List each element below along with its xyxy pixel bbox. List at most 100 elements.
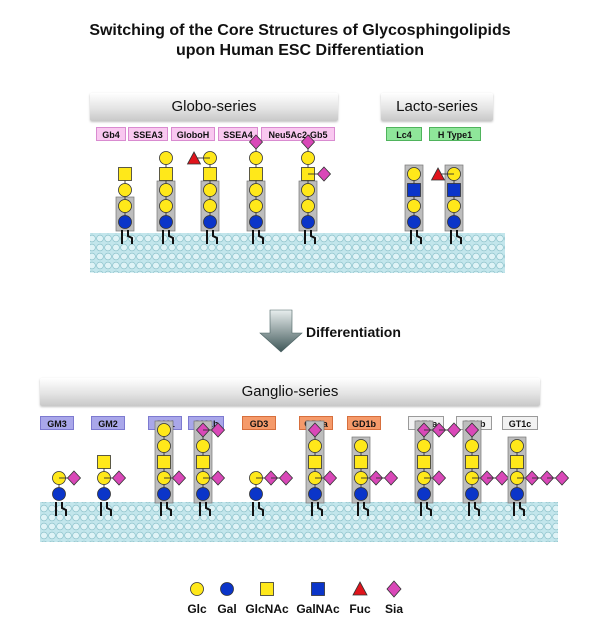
sia-icon <box>307 422 323 438</box>
glc-icon <box>118 183 132 197</box>
glcnac-icon <box>196 455 210 469</box>
lipid-tail <box>160 502 172 516</box>
gal-icon <box>159 215 173 229</box>
glcnac-icon <box>354 455 368 469</box>
legend-glcnac-icon <box>260 582 274 596</box>
gal-icon <box>249 215 263 229</box>
legend-label-glc: Glc <box>187 602 207 616</box>
sia-icon <box>383 470 399 486</box>
legend-gal-icon <box>220 582 234 596</box>
ganglio-series-header: Ganglio-series <box>40 378 540 406</box>
lipid-tail <box>513 502 525 516</box>
glcnac-icon <box>249 167 263 181</box>
tag-ssea4: SSEA4 <box>218 127 258 141</box>
legend-label-fuc: Fuc <box>349 602 371 616</box>
glc-icon <box>203 199 217 213</box>
differentiation-label: Differentiation <box>306 324 401 340</box>
gal-icon <box>447 215 461 229</box>
fuc-icon <box>430 167 446 181</box>
glc-icon <box>203 183 217 197</box>
glcnac-icon <box>118 167 132 181</box>
galnac-icon <box>447 183 461 197</box>
glycan-structures <box>52 134 570 516</box>
tag-lc4: Lc4 <box>386 127 422 141</box>
legend-label-sia: Sia <box>384 602 403 616</box>
title-line-2: upon Human ESC Differentiation <box>176 42 424 59</box>
tag-globoh: GloboH <box>171 127 215 141</box>
sia-icon <box>300 134 316 150</box>
lipid-tail <box>450 230 462 244</box>
sia-icon <box>278 470 294 486</box>
legend-galnac-icon <box>311 582 325 596</box>
legend-label-glcnac: GlcNAc <box>245 602 289 616</box>
gal-icon <box>196 487 210 501</box>
glcnac-icon <box>510 455 524 469</box>
glc-icon <box>159 183 173 197</box>
tag-gd1b: GD1b <box>347 416 381 430</box>
tag-neu5ac2-gb5: Neu5Ac2-Gb5 <box>261 127 335 141</box>
gal-icon <box>407 215 421 229</box>
legend-label-galnac: GalNAc <box>296 602 340 616</box>
glc-icon <box>510 439 524 453</box>
glc-icon <box>249 151 263 165</box>
legend-glc-icon <box>190 582 204 596</box>
lipid-tail <box>311 502 323 516</box>
lipid-tail <box>468 502 480 516</box>
tag-gm2: GM2 <box>91 416 125 430</box>
glc-icon <box>159 151 173 165</box>
glc-icon <box>447 199 461 213</box>
gal-icon <box>354 487 368 501</box>
gal-icon <box>249 487 263 501</box>
sia-icon <box>111 470 127 486</box>
glc-icon <box>118 199 132 213</box>
sia-icon <box>554 470 570 486</box>
glc-icon <box>354 439 368 453</box>
lipid-tail <box>121 230 133 244</box>
gal-icon <box>510 487 524 501</box>
legend-sia-icon <box>386 580 402 598</box>
glc-icon <box>249 199 263 213</box>
sia-icon <box>494 470 510 486</box>
glc-icon <box>157 439 171 453</box>
lipid-tail <box>252 502 264 516</box>
lipid-tail <box>55 502 67 516</box>
lipid-tail <box>357 502 369 516</box>
gal-icon <box>52 487 66 501</box>
legend-fuc-icon <box>352 581 368 596</box>
gal-icon <box>308 487 322 501</box>
glc-icon <box>417 439 431 453</box>
glc-icon <box>196 439 210 453</box>
glc-icon <box>301 151 315 165</box>
sia-icon <box>446 422 462 438</box>
sia-icon <box>464 422 480 438</box>
tag-gt1c: GT1c <box>502 416 538 430</box>
lipid-tail <box>420 502 432 516</box>
glc-icon <box>301 199 315 213</box>
lipid-tail <box>410 230 422 244</box>
sia-icon <box>322 470 338 486</box>
glcnac-icon <box>203 167 217 181</box>
gal-icon <box>118 215 132 229</box>
glc-icon <box>308 439 322 453</box>
lipid-tail <box>304 230 316 244</box>
legend-label-gal: Gal <box>217 602 237 616</box>
galnac-icon <box>407 183 421 197</box>
tag-ssea3: SSEA3 <box>128 127 168 141</box>
gal-icon <box>97 487 111 501</box>
gal-icon <box>203 215 217 229</box>
gal-icon <box>465 487 479 501</box>
title-line-1: Switching of the Core Structures of Glyc… <box>89 22 511 39</box>
sia-icon <box>66 470 82 486</box>
sia-icon <box>316 166 332 182</box>
fuc-icon <box>186 151 202 165</box>
lipid-tail <box>252 230 264 244</box>
glcnac-icon <box>97 455 111 469</box>
glc-icon <box>407 199 421 213</box>
globo-series-header: Globo-series <box>90 93 338 121</box>
glcnac-icon <box>159 167 173 181</box>
tag-gb4: Gb4 <box>96 127 126 141</box>
tag-h-type1: H Type1 <box>429 127 481 141</box>
sia-icon <box>431 470 447 486</box>
